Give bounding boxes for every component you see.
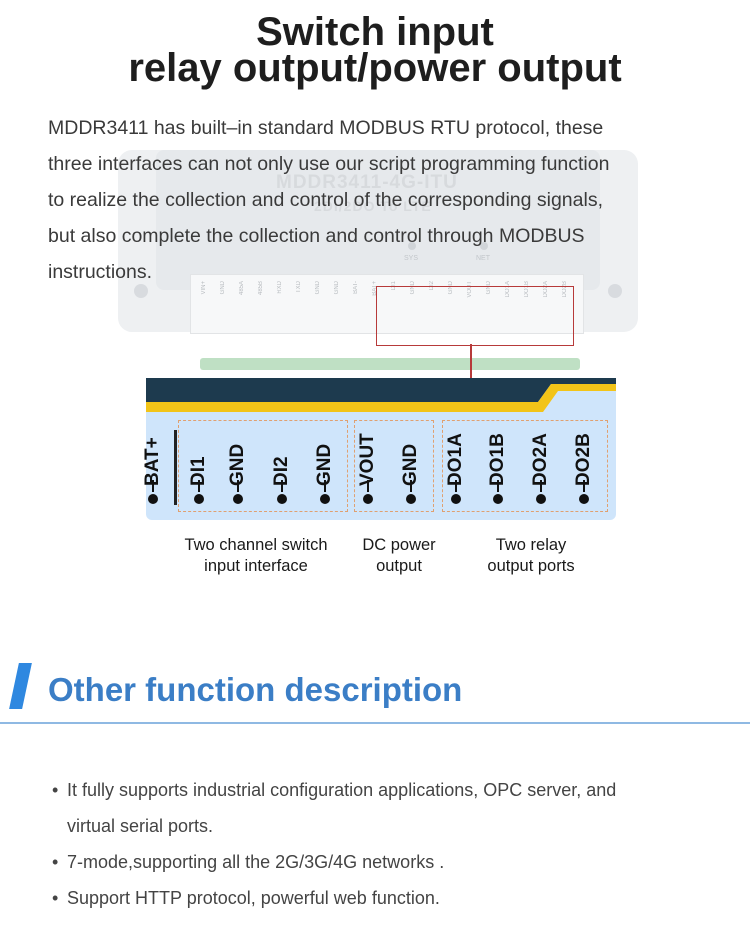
terminal-label: DO2A: [530, 433, 551, 486]
switch-input-group-box: [178, 420, 348, 512]
list-item-text: It fully supports industrial configurati…: [67, 780, 617, 800]
power-output-caption: DC power output: [344, 535, 454, 577]
terminal-label: DO1A: [445, 433, 466, 486]
device-submodel-text: 2DI/2DO To LTE: [314, 198, 432, 214]
intro-line: three interfaces can not only use our sc…: [48, 153, 610, 175]
switch-input-caption: Two channel switch input interface: [166, 535, 346, 577]
panel-yellow-band: [146, 384, 616, 412]
terminal-dash-icon: [497, 480, 499, 492]
terminal-label: VOUT: [357, 433, 378, 486]
terminal-block-strip: [200, 358, 580, 370]
intro-line: to realize the collection and control of…: [48, 189, 603, 211]
bullet-icon: •: [52, 852, 59, 872]
terminal-dash-icon: [410, 480, 412, 492]
bullet-icon: •: [52, 888, 59, 908]
sys-led-label: SYS: [404, 255, 419, 262]
relay-output-group-box: [442, 420, 608, 512]
terminal-label: DO1B: [487, 433, 508, 486]
page-title-line2: relay output/power output: [128, 46, 622, 90]
terminal-screw-icon: [363, 494, 373, 504]
highlight-callout-box: [376, 286, 574, 346]
terminal-screw-icon: [406, 494, 416, 504]
terminal-label: GND: [227, 443, 248, 486]
terminal-screw-icon: [194, 494, 204, 504]
terminal-di1: DI1: [188, 424, 210, 508]
callout-connector-line: [470, 344, 472, 380]
intro-paragraph: MDDR3411 has built–in standard MODBUS RT…: [48, 110, 728, 290]
power-output-group-box: [354, 420, 434, 512]
caption-line: Two relay: [495, 536, 567, 554]
bullet-icon: •: [52, 780, 59, 800]
caption-line: Two channel switch: [184, 536, 328, 554]
terminal-screw-icon: [579, 494, 589, 504]
terminal-bracket-mark: [174, 430, 177, 505]
terminal-vout: VOUT: [357, 424, 379, 508]
terminal-dash-icon: [237, 480, 239, 492]
terminal-dash-icon: [198, 480, 200, 492]
list-item: • 7-mode,supporting all the 2G/3G/4G net…: [52, 844, 732, 880]
terminal-screw-icon: [277, 494, 287, 504]
terminal-dash-icon: [540, 480, 542, 492]
list-item: • It fully supports industrial configura…: [52, 772, 732, 844]
intro-line: MDDR3411 has built–in standard MODBUS RT…: [48, 117, 604, 139]
terminal-label: DI2: [271, 456, 292, 486]
terminal-gnd-1: GND: [227, 424, 249, 508]
terminal-dash-icon: [455, 480, 457, 492]
list-item: • Support HTTP protocol, powerful web fu…: [52, 880, 732, 916]
terminal-screw-icon: [233, 494, 243, 504]
panel-header-graphic: [146, 378, 616, 412]
intro-line: instructions.: [48, 261, 153, 283]
list-item-text: virtual serial ports.: [67, 816, 214, 836]
terminal-gnd-3: GND: [400, 424, 422, 508]
section-divider: [0, 722, 750, 724]
terminal-screw-icon: [493, 494, 503, 504]
terminal-gnd-2: GND: [314, 424, 336, 508]
terminal-label: BAT+: [142, 437, 163, 486]
net-led-label: NET: [476, 255, 490, 262]
terminal-do2b: DO2B: [573, 424, 595, 508]
terminal-do1b: DO1B: [487, 424, 509, 508]
terminal-di2: DI2: [271, 424, 293, 508]
intro-line: but also complete the collection and con…: [48, 225, 585, 247]
terminal-screw-icon: [451, 494, 461, 504]
section-title: Other function description: [48, 671, 463, 708]
terminal-dash-icon: [324, 480, 326, 492]
mount-hole-icon: [608, 284, 622, 298]
device-front-panel: MDDR3411-4G-ITU 2DI/2DO To LTE SYS NET: [156, 150, 600, 290]
net-led-icon: [480, 242, 488, 250]
list-item-text: 7-mode,supporting all the 2G/3G/4G netwo…: [67, 852, 445, 872]
section-accent-bar: [9, 663, 32, 709]
device-photo: MDDR3411-4G-ITU 2DI/2DO To LTE SYS NET V…: [118, 150, 638, 370]
terminal-dash-icon: [583, 480, 585, 492]
terminal-dash-icon: [152, 480, 154, 492]
relay-output-caption: Two relay output ports: [466, 535, 596, 577]
sys-led-icon: [408, 242, 416, 250]
terminal-screw-icon: [320, 494, 330, 504]
terminal-diagram-panel: [146, 378, 616, 520]
terminal-label: DI1: [188, 456, 209, 486]
device-model-text: MDDR3411-4G-ITU: [276, 172, 458, 193]
terminal-bat-plus: BAT+: [142, 424, 164, 508]
terminal-do1a: DO1A: [445, 424, 467, 508]
terminal-do2a: DO2A: [530, 424, 552, 508]
terminal-screw-icon: [536, 494, 546, 504]
list-item-text: Support HTTP protocol, powerful web func…: [67, 888, 440, 908]
caption-line: DC power: [362, 536, 436, 554]
feature-list: • It fully supports industrial configura…: [52, 772, 732, 916]
mount-hole-icon: [134, 284, 148, 298]
terminal-label: GND: [314, 443, 335, 486]
caption-line: input interface: [204, 557, 308, 575]
terminal-dash-icon: [281, 480, 283, 492]
terminal-label: DO2B: [573, 433, 594, 486]
terminal-label: GND: [400, 443, 421, 486]
device-terminal-strip: VIN+ GND 485A 485B RXD TXD GND GND BAT- …: [190, 274, 584, 334]
terminal-dash-icon: [367, 480, 369, 492]
caption-line: output: [376, 557, 422, 575]
terminal-screw-icon: [148, 494, 158, 504]
page-title-line1: Switch input: [256, 10, 494, 54]
panel-dark-band: [146, 378, 616, 402]
caption-line: output ports: [487, 557, 575, 575]
